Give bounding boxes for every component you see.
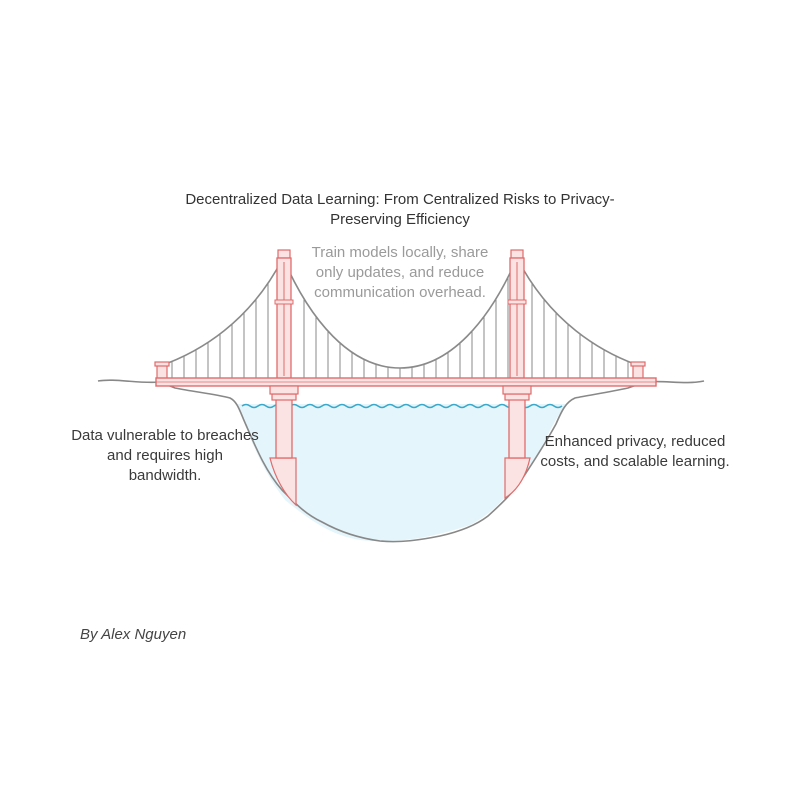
- bridge-deck: [155, 377, 657, 395]
- right-bank: [504, 457, 531, 500]
- center-annotation: Train models locally, share only updates…: [311, 244, 489, 301]
- main-cable-left: [159, 257, 284, 367]
- terrain-outline: [97, 379, 705, 543]
- end-post-left: [154, 361, 170, 380]
- water-basin: [238, 404, 566, 542]
- end-post-right: [630, 361, 646, 380]
- left-annotation: Data vulnerable to breaches and requires…: [71, 427, 259, 484]
- main-cable-center: [282, 257, 518, 369]
- tower-left: [271, 249, 297, 459]
- water-line: [241, 403, 563, 409]
- main-cable-right: [516, 257, 641, 367]
- author-credit: By Alex Nguyen: [80, 626, 187, 643]
- tower-right: [504, 249, 530, 459]
- left-bank: [269, 457, 297, 507]
- right-annotation: Enhanced privacy, reduced costs, and sca…: [540, 433, 730, 470]
- diagram-title: Decentralized Data Learning: From Centra…: [185, 191, 615, 228]
- hanger-cables: [171, 277, 629, 378]
